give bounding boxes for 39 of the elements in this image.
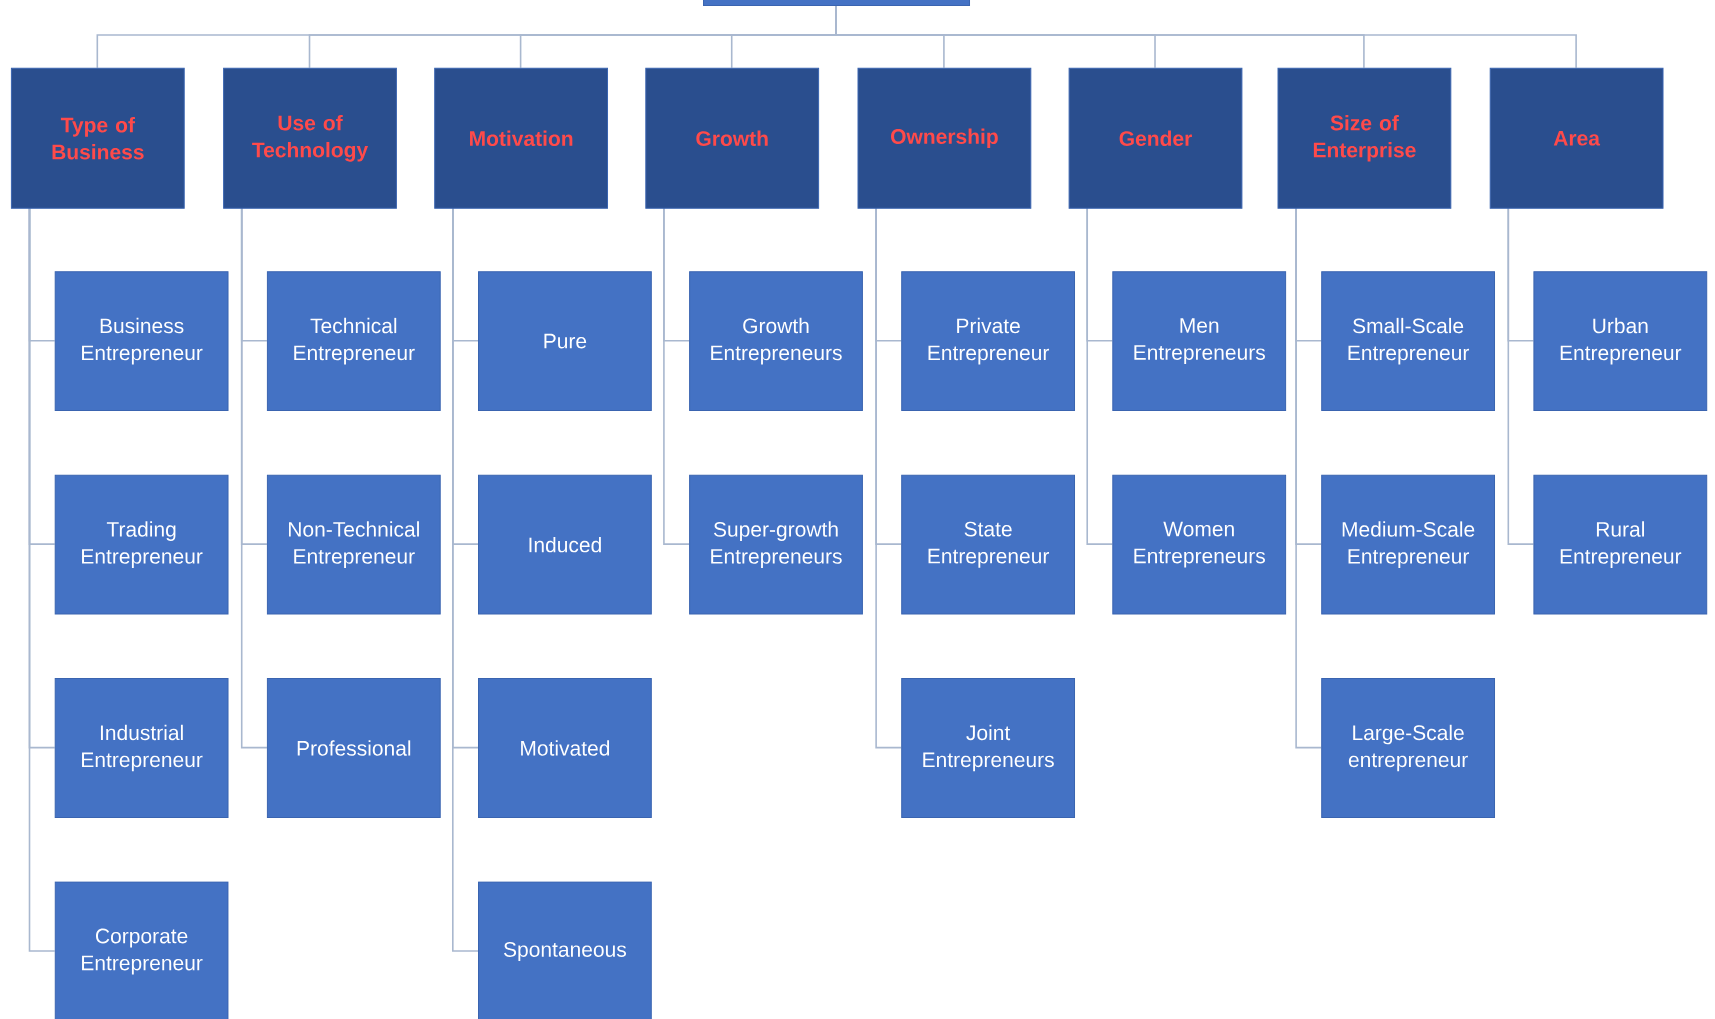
category-box: Motivation [434,67,608,209]
connector-line [835,4,1577,69]
type-box: Professional [266,678,441,818]
type-box: Industrial Entrepreneur [54,678,229,818]
type-box: Spontaneous [478,881,652,1019]
type-box: Growth Entrepreneurs [689,271,863,412]
type-box: State Entrepreneur [901,474,1075,615]
category-box: Ownership [857,67,1032,209]
type-box: Super-growth Entrepreneurs [689,474,863,615]
root-box [703,0,970,6]
type-box: Men Entrepreneurs [1112,271,1287,412]
type-box: Corporate Entrepreneur [54,881,229,1019]
category-box: Gender [1068,67,1243,209]
type-box: Medium-Scale Entrepreneur [1321,474,1495,615]
connector-line [663,207,690,545]
type-box: Trading Entrepreneur [54,474,229,615]
type-box: Large-Scale entrepreneur [1321,678,1495,818]
type-box: Non-Technical Entrepreneur [266,474,441,615]
type-box: Pure [478,271,652,412]
type-box: Technical Entrepreneur [266,271,441,412]
type-box: Private Entrepreneur [901,271,1075,412]
type-box: Rural Entrepreneur [1533,474,1708,615]
type-box: Small-Scale Entrepreneur [1321,271,1495,412]
category-box: Use of Technology [223,67,397,209]
type-box: Urban Entrepreneur [1533,271,1708,412]
category-box: Area [1489,67,1664,209]
connector-line [1086,207,1114,545]
connector-line [1507,207,1535,545]
type-box: Women Entrepreneurs [1112,474,1287,615]
type-box: Joint Entrepreneurs [901,678,1075,818]
category-box: Growth [645,67,820,209]
type-box: Business Entrepreneur [54,271,229,412]
category-box: Type of Business [10,67,185,209]
connector-line [1295,207,1322,749]
connector-line [240,207,268,749]
type-box: Motivated [478,678,652,818]
type-box: Induced [478,474,652,615]
category-box: Size of Enterprise [1277,67,1452,209]
connector-line [28,207,56,952]
